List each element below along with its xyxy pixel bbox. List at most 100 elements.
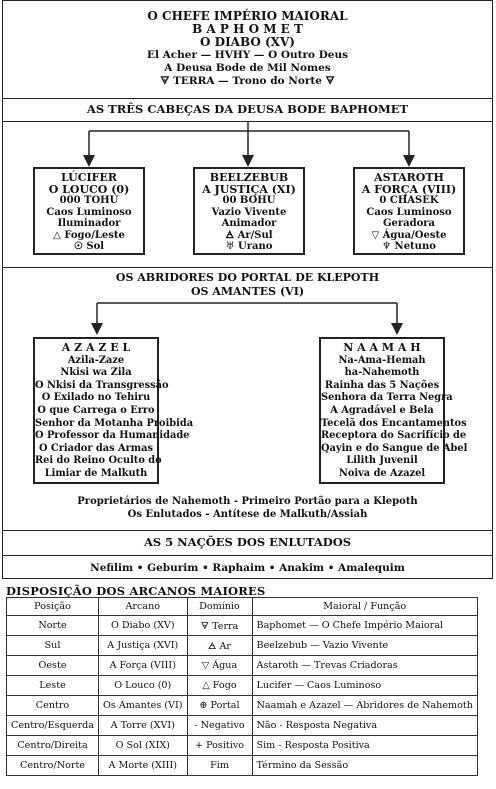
table-row: Centro/Norte A Morte (XIII) Fim Término … xyxy=(5,755,478,776)
head-name: LÚCIFER xyxy=(61,171,117,184)
head-attribute: Caos Luminoso xyxy=(46,206,132,218)
azazel-line: Azila-Zaze xyxy=(67,354,125,366)
naamah-line: Receptora do Sacrifício de xyxy=(321,430,467,442)
naamah-line: Noiva de Azazel xyxy=(338,467,426,479)
divider xyxy=(3,555,492,556)
disposition-table: Posição Arcano Domínio Maioral / Função … xyxy=(5,597,478,776)
header-line-4: El Acher — HVHY — O Outro Deus xyxy=(146,49,349,61)
openers-footnote-2: Os Enlutados - Antítese de Malkuth/Assia… xyxy=(127,509,368,520)
openers-connector xyxy=(91,302,403,335)
head-planet: ☉ Sol xyxy=(73,241,105,252)
openers-title: OS ABRIDORES DO PORTAL DE KLEPOTH xyxy=(115,271,380,284)
cell-arcana: A Justiça (XVI) xyxy=(98,635,188,656)
baphomet-header: O CHEFE IMPÉRIO MAIORAL B A P H O M E T … xyxy=(3,3,492,88)
head-box-beelzebub: BEELZEBUB A JUSTIÇA (XI) 00 BOHU Vazio V… xyxy=(193,167,305,255)
naamah-line: ha-Nahemoth xyxy=(344,367,420,379)
naamah-name: N A A M A H xyxy=(343,341,421,354)
cell-arcana: O Sol (XIX) xyxy=(98,735,188,756)
cell-arcana: O Diabo (XV) xyxy=(98,615,188,636)
cell-arcana: A Torre (XVI) xyxy=(98,715,188,736)
nations-title: AS 5 NAÇÕES DOS ENLUTADOS xyxy=(143,535,352,549)
cell-function: Não - Resposta Negativa xyxy=(251,715,478,736)
cell-arcana: Os Amantes (VI) xyxy=(98,695,188,716)
head-arcana: A FORÇA (VIII) xyxy=(361,182,457,196)
divider xyxy=(3,530,492,531)
cell-position: Centro/Norte xyxy=(5,755,100,776)
cell-domain: ⊕ Portal xyxy=(186,695,253,716)
table-row: Norte O Diabo (XV) 🜃 Terra Baphomet — O … xyxy=(5,615,478,636)
header-line-3: O DIABO (XV) xyxy=(200,35,295,49)
naamah-line: A Agradável e Bela xyxy=(330,404,434,416)
cell-domain: 🜁 Ar xyxy=(186,635,253,656)
cell-function: Baphomet — O Chefe Império Maioral xyxy=(251,615,478,636)
table-row: Leste O Louco (0) △ Fogo Lucifer — Caos … xyxy=(5,675,478,696)
head-name: BEELZEBUB xyxy=(209,171,289,184)
cell-domain: + Positivo xyxy=(186,735,253,756)
head-box-astaroth: ASTAROTH A FORÇA (VIII) 0 CHASEK Caos Lu… xyxy=(353,167,465,255)
table-row: Oeste A Força (VIII) ▽ Água Astaroth — T… xyxy=(5,655,478,676)
table-header-row: Posição Arcano Domínio Maioral / Função xyxy=(5,597,478,616)
azazel-line: Senhor da Motanha Proibida xyxy=(35,417,194,429)
naamah-line: Rainha das 5 Nações xyxy=(324,379,440,391)
cell-function: Sim - Resposta Positiva xyxy=(251,735,478,756)
head-title: 00 BOHU xyxy=(222,195,276,206)
diagram-frame: O CHEFE IMPÉRIO MAIORAL B A P H O M E T … xyxy=(2,0,493,579)
table-row: Sul A Justiça (XVI) 🜁 Ar Beelzebub — Vaz… xyxy=(5,635,478,656)
head-attribute: Vazio Vivente xyxy=(211,206,287,218)
azazel-box: A Z A Z E L Azila-Zaze Nkisi wa Zila O N… xyxy=(33,337,194,484)
openers-footnote-1: Proprietários de Nahemoth - Primeiro Por… xyxy=(77,496,418,507)
naamah-box: N A A M A H Na-Ama-Hemah ha-Nahemoth Rai… xyxy=(319,337,467,484)
naamah-line: Tecelã dos Encantamentos xyxy=(321,417,467,429)
header-line-6: 🜃 TERRA — Trono do Norte 🜃 xyxy=(160,75,335,87)
head-name: ASTAROTH xyxy=(374,171,444,184)
azazel-name: A Z A Z E L xyxy=(61,341,131,354)
header-line-2: B A P H O M E T xyxy=(192,22,303,36)
table-row: Centro/Direita O Sol (XIX) + Positivo Si… xyxy=(5,735,478,756)
cell-domain: Fim xyxy=(186,755,253,776)
head-attribute: Caos Luminoso xyxy=(366,206,452,218)
naamah-line: Senhora da Terra Negra xyxy=(321,392,453,404)
head-box-lucifer: LÚCIFER O LOUCO (0) 000 TOHU Caos Lumino… xyxy=(33,167,145,255)
divider xyxy=(3,98,492,99)
cell-arcana: A Morte (XIII) xyxy=(98,755,188,776)
head-planet: ♆ Netuno xyxy=(382,241,436,252)
head-element: △ Fogo/Leste xyxy=(53,229,125,241)
table-row: Centro Os Amantes (VI) ⊕ Portal Naamah e… xyxy=(5,695,478,716)
header-line-5: A Deusa Bode de Mil Nomes xyxy=(164,62,331,74)
cell-position: Oeste xyxy=(5,655,100,676)
head-element: 🜁 Ar/Sul xyxy=(225,229,273,241)
table-row: Centro/Esquerda A Torre (XVI) - Negativo… xyxy=(5,715,478,736)
disposition-title: DISPOSIÇÃO DOS ARCANOS MAIORES xyxy=(6,584,266,598)
head-planet: ♅ Urano xyxy=(225,241,273,252)
cell-position: Centro/Esquerda xyxy=(5,715,100,736)
azazel-line: O Exilado no Tehiru xyxy=(41,392,151,404)
cell-domain: ▽ Água xyxy=(186,655,253,676)
azazel-line: O Criador das Armas xyxy=(38,442,154,454)
nations-list: Nefilim • Geburim • Raphaim • Anakim • A… xyxy=(90,562,405,574)
azazel-line: O Professor da Humanidade xyxy=(35,430,190,442)
cell-position: Sul xyxy=(5,635,100,656)
column-header: Posição xyxy=(5,597,100,616)
naamah-line: Lilith Juvenil xyxy=(346,455,418,467)
cell-arcana: O Louco (0) xyxy=(98,675,188,696)
column-header: Maioral / Função xyxy=(251,597,478,616)
cell-position: Norte xyxy=(5,615,100,636)
column-header: Arcano xyxy=(98,597,188,616)
cell-position: Centro xyxy=(5,695,100,716)
cell-function: Astaroth — Trevas Criadoras xyxy=(251,655,478,676)
azazel-line: O que Carrega o Erro xyxy=(37,404,155,416)
divider xyxy=(3,267,492,268)
cell-function: Término da Sessão xyxy=(251,755,478,776)
head-role: Iluminador xyxy=(57,218,121,229)
cell-function: Naamah e Azazel — Abridores de Nahemoth xyxy=(251,695,478,716)
cell-domain: △ Fogo xyxy=(186,675,253,696)
head-title: 000 TOHU xyxy=(59,195,119,206)
azazel-line: Limiar de Malkuth xyxy=(44,467,148,479)
cell-position: Centro/Direita xyxy=(5,735,100,756)
head-title: 0 CHASEK xyxy=(379,195,439,206)
cell-arcana: A Força (VIII) xyxy=(98,655,188,676)
azazel-line: Nkisi wa Zila xyxy=(60,367,132,379)
head-element: ▽ Água/Oeste xyxy=(371,229,447,241)
head-arcana: O LOUCO (0) xyxy=(48,182,130,196)
cell-function: Lucifer — Caos Luminoso xyxy=(251,675,478,696)
